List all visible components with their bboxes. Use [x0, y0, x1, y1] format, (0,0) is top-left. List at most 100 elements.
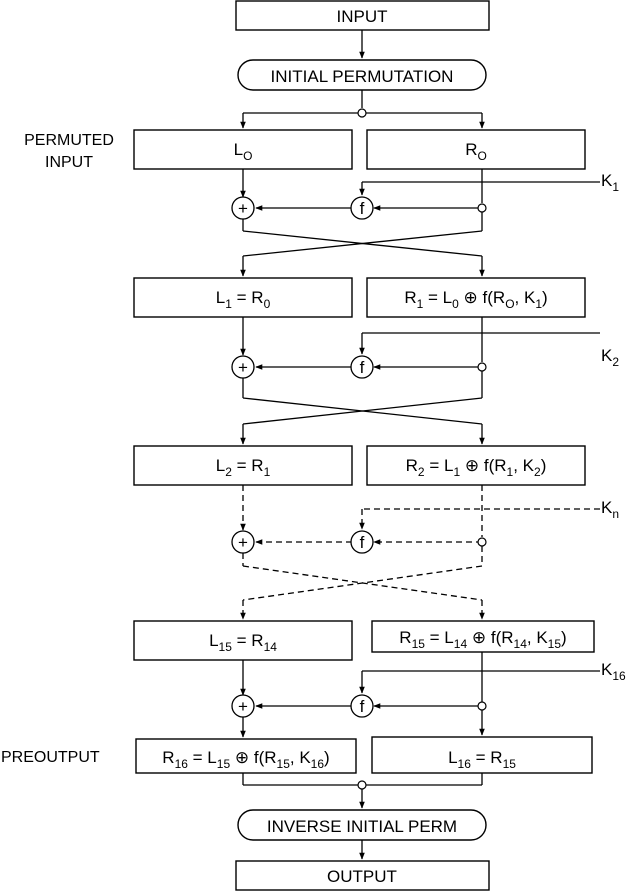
- text-part: = R: [232, 456, 264, 475]
- key-k1-label: K1: [601, 171, 619, 194]
- xor-round16-symbol: +: [238, 697, 248, 716]
- text-part: L: [234, 140, 243, 159]
- subscript: O: [243, 149, 252, 163]
- r0-box: [366, 129, 586, 170]
- merge-node: [357, 780, 367, 790]
- f-function-round1-symbol: f: [360, 199, 365, 218]
- text-part: , K: [515, 288, 536, 307]
- subscript: 0: [264, 297, 271, 311]
- rn-branch-node: [477, 537, 487, 547]
- subscript: 16: [612, 669, 626, 683]
- text-part: K: [601, 498, 613, 517]
- output-box: [235, 860, 490, 891]
- text-part: = L: [425, 456, 454, 475]
- subscript: 1: [612, 180, 619, 194]
- text-part: = L: [188, 748, 217, 767]
- cross-line-2b: [242, 397, 483, 425]
- text-part: R: [399, 628, 411, 647]
- r15-label: R15 = L14 ⊕ f(R14, K15): [399, 628, 566, 651]
- r0-branch-node: [477, 203, 487, 213]
- r2-label: R2 = L1 ⊕ f(R1, K2): [406, 456, 547, 479]
- key-k16-label: K16: [601, 660, 626, 683]
- subscript: 2: [612, 355, 619, 369]
- split-node: [357, 108, 367, 118]
- text-part: K: [601, 660, 613, 679]
- subscript: O: [477, 149, 486, 163]
- subscript: 0: [452, 297, 459, 311]
- r0-label: RO: [465, 140, 487, 163]
- text-part: R: [162, 748, 174, 767]
- subscript: 1: [507, 465, 514, 479]
- text-part: K: [601, 171, 613, 190]
- subscript: 1: [225, 297, 232, 311]
- text-part: ⊕: [460, 456, 484, 475]
- text-part: ): [324, 748, 330, 767]
- subscript: 15: [217, 757, 231, 771]
- text-part: = R: [471, 748, 503, 767]
- text-part: f(R: [483, 288, 506, 307]
- r16-box: [135, 738, 357, 774]
- input-box: [235, 0, 490, 31]
- key-k2-label: K2: [601, 346, 619, 369]
- text-part: ⊕: [467, 628, 491, 647]
- subscript: n: [612, 507, 619, 521]
- f-function-round1: [350, 196, 374, 220]
- r2-box: [366, 445, 586, 486]
- r15-branch-node: [477, 701, 487, 711]
- subscript: 1: [264, 465, 271, 479]
- text-part: , K: [290, 748, 311, 767]
- initial-permutation-label: INITIAL PERMUTATION: [271, 67, 454, 86]
- r1-branch-node: [477, 362, 487, 372]
- f-function-round2: [350, 355, 374, 379]
- r1-label: R1 = L0 ⊕ f(RO, K1): [404, 288, 547, 311]
- permuted-label-line2: INPUT: [45, 154, 93, 171]
- l1-label: L1 = R0: [216, 288, 271, 311]
- r16-label: R16 = L15 ⊕ f(R15, K16): [162, 748, 329, 771]
- l2-label: L2 = R1: [216, 456, 271, 479]
- key-kn-label: Kn: [601, 498, 619, 521]
- text-part: ): [561, 628, 567, 647]
- subscript: 16: [311, 757, 325, 771]
- subscript: 16: [175, 757, 189, 771]
- text-part: , K: [527, 628, 548, 647]
- subscript: 1: [417, 297, 424, 311]
- subscript: 14: [454, 637, 468, 651]
- preoutput-label: PREOUTPUT: [1, 749, 100, 766]
- l2-box: [133, 445, 353, 486]
- subscript: 2: [534, 465, 541, 479]
- f-function-round-n: [350, 530, 374, 554]
- text-part: = R: [232, 631, 264, 650]
- text-part: f(R: [484, 456, 507, 475]
- text-part: ⊕: [459, 288, 483, 307]
- f-function-round-n-symbol: f: [360, 533, 365, 552]
- l15-label: L15 = R14: [209, 631, 277, 654]
- r15-box: [371, 620, 595, 653]
- inverse-initial-perm-label: INVERSE INITIAL PERM: [267, 817, 457, 836]
- text-part: L: [209, 631, 218, 650]
- subscript: O: [505, 297, 514, 311]
- text-part: = L: [425, 628, 454, 647]
- xor-round-n-symbol: +: [238, 533, 248, 552]
- l16-label: L16 = R15: [448, 748, 516, 771]
- f-function-round16: [350, 694, 374, 718]
- text-part: ): [542, 288, 548, 307]
- subscript: 15: [219, 640, 233, 654]
- subscript: 14: [264, 640, 278, 654]
- subscript: 14: [514, 637, 528, 651]
- subscript: 15: [277, 757, 291, 771]
- text-part: L: [216, 288, 225, 307]
- text-part: f(R: [491, 628, 514, 647]
- text-part: R: [406, 456, 418, 475]
- r1-box: [366, 277, 586, 318]
- text-part: = L: [423, 288, 452, 307]
- output-label: OUTPUT: [327, 867, 397, 886]
- f-function-round2-symbol: f: [360, 358, 365, 377]
- text-part: ⊕: [230, 748, 254, 767]
- xor-round1-symbol: +: [238, 199, 248, 218]
- subscript: 15: [503, 757, 517, 771]
- l0-label: LO: [234, 140, 253, 163]
- text-part: L: [216, 456, 225, 475]
- subscript: 2: [225, 465, 232, 479]
- subscript: 2: [418, 465, 425, 479]
